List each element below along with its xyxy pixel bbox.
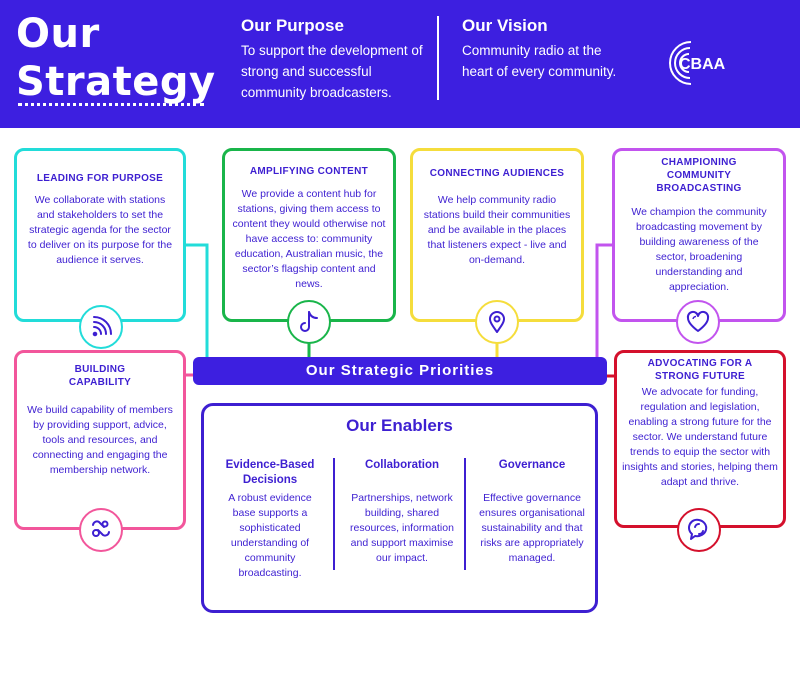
page-title: Our Strategy bbox=[16, 10, 216, 106]
enablers-box: Our Enablers Evidence-Based Decisions A … bbox=[201, 403, 598, 613]
line-championing bbox=[595, 243, 614, 358]
enablers-title: Our Enablers bbox=[346, 416, 453, 435]
card-title: BUILDING CAPABILITY bbox=[68, 364, 132, 388]
card-text: We champion the community broadcasting m… bbox=[631, 206, 767, 293]
enabler-heading: Governance bbox=[498, 459, 566, 471]
card-championing-community-broadcasting: CHAMPIONING COMMUNITY BROADCASTING We ch… bbox=[612, 148, 786, 322]
enabler-heading: Evidence-Based Decisions bbox=[225, 459, 315, 486]
enabler-text: Partnerships, network building, shared r… bbox=[350, 492, 454, 564]
card-connecting-audiences: CONNECTING AUDIENCES We help community r… bbox=[410, 148, 584, 322]
card-text: We advocate for funding, regulation and … bbox=[622, 386, 778, 488]
header-divider bbox=[437, 16, 439, 100]
card-text: We build capability of members by provid… bbox=[27, 404, 173, 476]
enabler-collaboration: Collaboration Partnerships, network buil… bbox=[346, 458, 458, 566]
card-title: CONNECTING AUDIENCES bbox=[429, 168, 565, 179]
radio-waves-icon bbox=[79, 305, 123, 349]
music-note-icon bbox=[287, 300, 331, 344]
cbaa-logo-mark: CBAA bbox=[669, 41, 726, 85]
strategic-priorities-bar: Our Strategic Priorities bbox=[193, 357, 607, 385]
card-leading-for-purpose: LEADING FOR PURPOSE We collaborate with … bbox=[14, 148, 186, 322]
purpose-text: To support the development of strong and… bbox=[241, 43, 423, 100]
card-text: We help community radio stations build t… bbox=[423, 194, 571, 266]
title-underline bbox=[18, 103, 204, 106]
enabler-divider bbox=[333, 458, 335, 570]
cbaa-logo: CBAA bbox=[662, 38, 736, 88]
heart-icon bbox=[676, 300, 720, 344]
vision-heading: Our Vision bbox=[462, 16, 548, 35]
vision-text: Community radio at the heart of every co… bbox=[462, 43, 617, 79]
title-line-1: Our bbox=[16, 11, 100, 57]
purpose-heading: Our Purpose bbox=[241, 16, 344, 35]
enabler-divider bbox=[464, 458, 466, 570]
card-text: We collaborate with stations and stakeho… bbox=[27, 194, 173, 266]
line-leading bbox=[185, 243, 209, 358]
card-advocating-strong-future: ADVOCATING FOR A STRONG FUTURE We advoca… bbox=[614, 350, 786, 528]
card-title: ADVOCATING FOR A STRONG FUTURE bbox=[647, 358, 753, 382]
card-text: We provide a content hub for stations, g… bbox=[232, 188, 386, 290]
enabler-text: A robust evidence base supports a sophis… bbox=[228, 492, 312, 579]
card-amplifying-content: AMPLIFYING CONTENT We provide a content … bbox=[222, 148, 396, 322]
handshake-icon bbox=[79, 508, 123, 552]
header-banner: Our Strategy Our Purpose To support the … bbox=[0, 0, 800, 128]
card-title: CHAMPIONING COMMUNITY BROADCASTING bbox=[656, 157, 742, 194]
card-title: LEADING FOR PURPOSE bbox=[36, 173, 164, 184]
card-title: AMPLIFYING CONTENT bbox=[249, 166, 369, 177]
enabler-text: Effective governance ensures organisatio… bbox=[479, 492, 585, 564]
title-line-2: Strategy bbox=[16, 59, 216, 105]
enabler-evidence-based-decisions: Evidence-Based Decisions A robust eviden… bbox=[220, 458, 320, 581]
location-pin-icon bbox=[475, 300, 519, 344]
speech-bubble-icon bbox=[677, 508, 721, 552]
card-building-capability: BUILDING CAPABILITY We build capability … bbox=[14, 350, 186, 530]
logo-text: CBAA bbox=[679, 56, 726, 73]
enabler-governance: Governance Effective governance ensures … bbox=[472, 458, 592, 566]
enabler-heading: Collaboration bbox=[364, 459, 440, 471]
